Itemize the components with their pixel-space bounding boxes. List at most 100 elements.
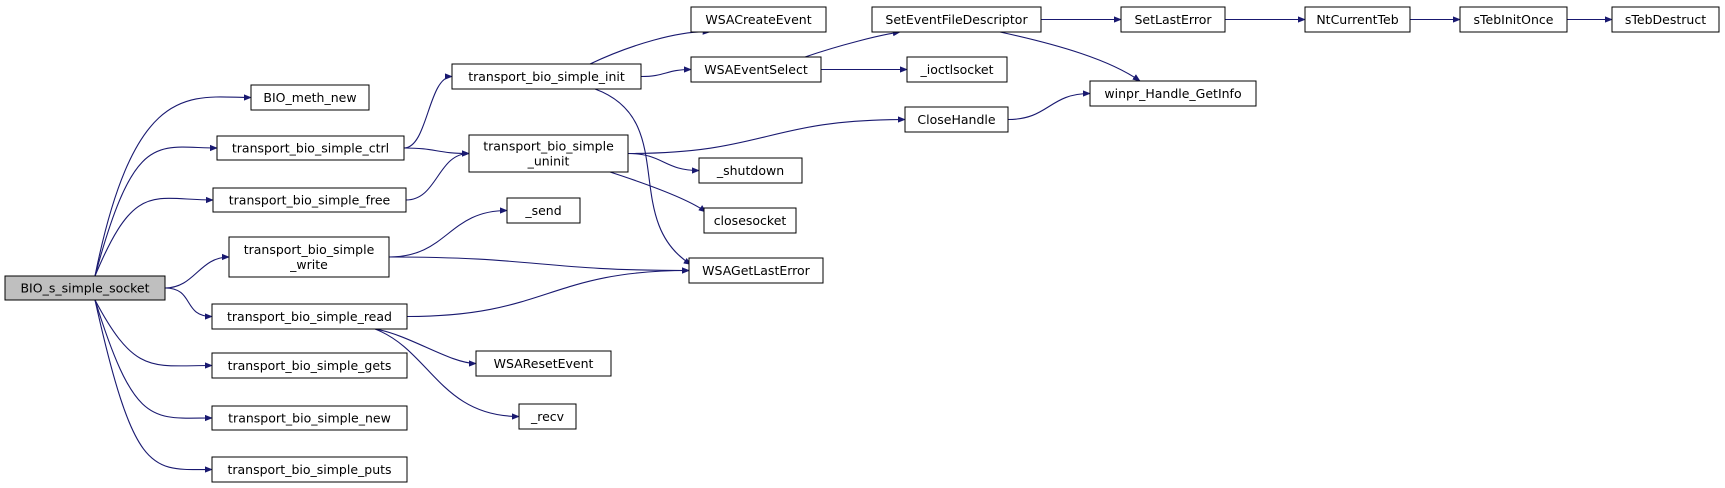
node-puts[interactable]: transport_bio_simple_puts [211,456,408,483]
node-box [228,236,390,278]
node-free[interactable]: transport_bio_simple_free [212,187,407,213]
node-meth[interactable]: BIO_meth_new [250,84,370,111]
node-box [211,303,408,330]
node-label: BIO_s_simple_socket [20,281,149,296]
node-box [518,403,577,430]
node-stebinitonce[interactable]: sTebInitOnce [1459,6,1568,33]
node-closehandle[interactable]: CloseHandle [904,106,1009,133]
node-label: winpr_Handle_GetInfo [1104,86,1241,101]
node-label: transport_bio_simple_ctrl [232,141,389,156]
edge-root-to-write [164,253,230,289]
node-label: transport_bio_simple_init [468,69,625,84]
edge-read-to-wsagetlasterror [406,267,690,318]
node-wsaeventselect[interactable]: WSAEventSelect [690,56,822,83]
node-label: _ioctlsocket [919,62,993,77]
node-ioctlsocket[interactable]: _ioctlsocket [906,56,1008,83]
edge-root-to-gets [94,299,213,369]
node-label: transport_bio_simple_free [229,193,391,208]
node-label: _recv [530,409,565,424]
edge-root-to-meth [94,94,252,277]
edge-root-to-new [94,299,213,422]
node-box [698,157,803,184]
edge-free-to-uninit [405,150,470,201]
node-label: SetEventFileDescriptor [885,12,1028,27]
node-init[interactable]: transport_bio_simple_init [451,63,642,90]
node-label: _shutdown [716,163,784,178]
node-label: _write [289,257,328,272]
node-seteventfd[interactable]: SetEventFileDescriptor [871,6,1042,33]
node-box [1304,6,1411,33]
node-write[interactable]: transport_bio_simple_write [228,236,390,278]
node-box [475,350,612,377]
node-gets[interactable]: transport_bio_simple_gets [211,352,408,379]
node-box [506,197,581,224]
edge-ctrl-to-uninit [403,147,470,157]
edge-init-to-wsaeventselect [640,66,692,78]
node-box [468,134,629,173]
node-label: BIO_meth_new [263,90,356,105]
node-box [690,6,827,33]
node-box [211,405,408,431]
node-label: _send [524,203,561,218]
node-send[interactable]: _send [506,197,581,224]
edge-seteventfd-to-winprgetinfo [999,31,1141,82]
node-label: WSAResetEvent [494,356,594,371]
edge-wsaeventselect-to-seteventfd [804,29,901,58]
edge-read-to-wsaresetevent [374,328,477,367]
node-box [1459,6,1568,33]
node-label: transport_bio_simple_read [227,309,392,324]
node-recv[interactable]: _recv [518,403,577,430]
edge-init-to-wsagetlasterror [594,88,692,265]
node-ctrl[interactable]: transport_bio_simple_ctrl [216,135,405,161]
node-box [1611,6,1720,33]
node-box [871,6,1042,33]
node-new[interactable]: transport_bio_simple_new [211,405,408,431]
node-label: WSACreateEvent [705,12,811,27]
node-box [211,352,408,379]
node-box [688,257,824,284]
edge-uninit-to-shutdown [627,152,700,174]
node-label: transport_bio_simple_gets [228,358,392,373]
node-label: closesocket [714,213,787,228]
node-read[interactable]: transport_bio_simple_read [211,303,408,330]
node-root[interactable]: BIO_s_simple_socket [4,275,166,301]
edge-uninit-to-closesocket [609,171,707,213]
node-wsaresetevent[interactable]: WSAResetEvent [475,350,612,377]
node-box [216,135,405,161]
node-wsacreateevent[interactable]: WSACreateEvent [690,6,827,33]
node-winprgetinfo[interactable]: winpr_Handle_GetInfo [1089,80,1257,107]
node-box [451,63,642,90]
edge-uninit-to-closehandle [627,116,906,155]
node-closesocket[interactable]: closesocket [703,207,797,234]
node-shutdown[interactable]: _shutdown [698,157,803,184]
node-box [211,456,408,483]
node-box [703,207,797,234]
node-box [904,106,1009,133]
node-label: transport_bio_simple_new [228,411,391,426]
node-label: _uninit [527,154,570,169]
node-box [690,56,822,83]
node-label: transport_bio_simple [483,139,614,154]
node-label: WSAGetLastError [702,263,811,278]
node-label: sTebDestruct [1625,12,1706,27]
node-box [1089,80,1257,107]
node-box [4,275,166,301]
edges [94,16,1613,473]
edge-root-to-puts [94,299,213,473]
node-label: transport_bio_simple [244,242,375,257]
node-label: transport_bio_simple_puts [227,462,391,477]
edge-read-to-recv [374,328,520,420]
edge-ctrl-to-init [403,73,453,149]
node-wsagetlasterror[interactable]: WSAGetLastError [688,257,824,284]
node-setlasterror[interactable]: SetLastError [1120,6,1226,33]
node-box [1120,6,1226,33]
node-label: CloseHandle [917,112,995,127]
node-box [250,84,370,111]
node-stebdestruct[interactable]: sTebDestruct [1611,6,1720,33]
node-uninit[interactable]: transport_bio_simple_uninit [468,134,629,173]
edge-write-to-wsagetlasterror [388,256,690,274]
node-label: sTebInitOnce [1474,12,1554,27]
edge-closehandle-to-winprgetinfo [1007,90,1091,121]
node-ntcurrentteb[interactable]: NtCurrentTeb [1304,6,1411,33]
